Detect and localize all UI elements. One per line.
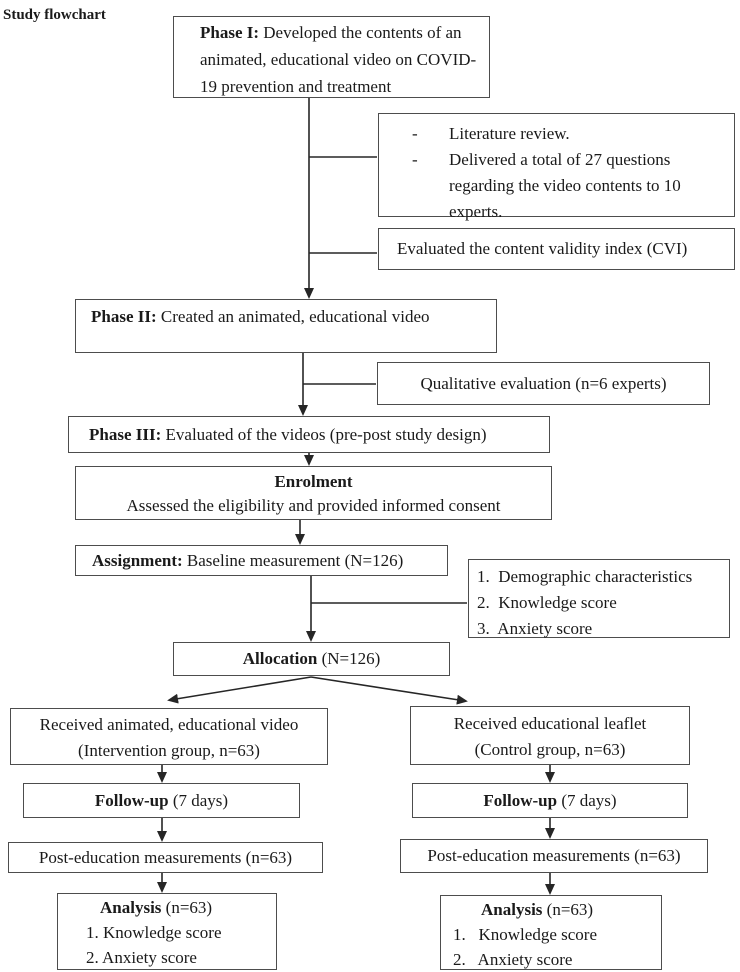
intervention-line2: (Intervention group, n=63) bbox=[78, 740, 260, 760]
followup-text: (7 days) bbox=[172, 790, 229, 810]
followup-right-box: Follow-up (7 days) bbox=[412, 783, 688, 818]
dash-bullet: - bbox=[412, 150, 418, 169]
analysis-right-box: Analysis (n=63) 1. Knowledge score 2. An… bbox=[440, 895, 662, 970]
followup-line: Follow-up (7 days) bbox=[24, 788, 299, 814]
list-item: 2. Anxiety score bbox=[453, 950, 573, 969]
phase3-text: Evaluated of the videos (pre-post study … bbox=[165, 424, 487, 444]
phase1-label: Phase I: bbox=[200, 23, 260, 42]
intervention-line1: Received animated, educational video bbox=[39, 714, 299, 734]
list-item: - Literature review. bbox=[412, 121, 724, 147]
cvi-text: Evaluated the content validity index (CV… bbox=[397, 239, 688, 258]
followup-label: Follow-up bbox=[483, 790, 558, 810]
phase1-box: Phase I: Developed the contents of an an… bbox=[173, 16, 490, 98]
allocation-label: Allocation bbox=[242, 649, 318, 668]
control-line2: (Control group, n=63) bbox=[474, 740, 626, 759]
list-item: 1. Knowledge score bbox=[453, 925, 597, 944]
phase1-text: Developed the contents of an animated, e… bbox=[200, 23, 477, 96]
assignment-label: Assignment: bbox=[92, 550, 183, 570]
followup-line: Follow-up (7 days) bbox=[413, 788, 687, 814]
intervention-group-box: Received animated, educational video (In… bbox=[10, 708, 328, 765]
qualitative-text: Qualitative evaluation (n=6 experts) bbox=[420, 373, 667, 393]
post-education-left-box: Post-education measurements (n=63) bbox=[8, 842, 323, 873]
list-item: 1. Demographic characteristics bbox=[477, 567, 693, 586]
post-education-right-box: Post-education measurements (n=63) bbox=[400, 839, 708, 873]
baseline-measures-box: 1. Demographic characteristics 2. Knowle… bbox=[468, 559, 730, 638]
followup-left-box: Follow-up (7 days) bbox=[23, 783, 300, 818]
literature-item-text: Delivered a total of 27 questions regard… bbox=[449, 150, 681, 221]
analysis-label: Analysis bbox=[100, 898, 162, 917]
analysis-n: (n=63) bbox=[165, 898, 213, 917]
list-item: - Delivered a total of 27 questions rega… bbox=[412, 147, 724, 225]
assignment-line: Assignment: Baseline measurement (N=126) bbox=[92, 548, 447, 574]
analysis-left-box: Analysis (n=63) 1. Knowledge score 2. An… bbox=[57, 893, 277, 970]
list-item: 1. Knowledge score bbox=[86, 923, 222, 942]
analysis-n: (n=63) bbox=[546, 900, 594, 919]
followup-text: (7 days) bbox=[561, 790, 617, 810]
post-education-text: Post-education measurements (n=63) bbox=[427, 846, 681, 865]
phase3-line: Phase III: Evaluated of the videos (pre-… bbox=[89, 422, 549, 448]
connector-allocation-control bbox=[310, 676, 468, 705]
dash-bullet: - bbox=[412, 124, 418, 143]
analysis-heading: Analysis (n=63) bbox=[100, 895, 276, 920]
phase3-label: Phase III: bbox=[89, 424, 162, 444]
cvi-box: Evaluated the content validity index (CV… bbox=[378, 228, 735, 270]
allocation-text: (N=126) bbox=[321, 649, 381, 668]
allocation-line: Allocation (N=126) bbox=[174, 646, 449, 672]
assignment-text: Baseline measurement (N=126) bbox=[186, 550, 404, 570]
allocation-box: Allocation (N=126) bbox=[173, 642, 450, 676]
enrolment-title: Enrolment bbox=[274, 472, 353, 491]
phase2-box: Phase II: Created an animated, education… bbox=[75, 299, 497, 353]
assignment-box: Assignment: Baseline measurement (N=126) bbox=[75, 545, 448, 576]
analysis-heading: Analysis (n=63) bbox=[481, 897, 661, 922]
literature-review-box: - Literature review. - Delivered a total… bbox=[378, 113, 735, 221]
control-group-box: Received educational leaflet (Control gr… bbox=[410, 706, 690, 765]
enrolment-box: Enrolment Assessed the eligibility and p… bbox=[75, 466, 552, 520]
control-line1: Received educational leaflet bbox=[453, 714, 647, 733]
analysis-label: Analysis bbox=[481, 900, 543, 919]
phase2-label: Phase II: bbox=[91, 307, 157, 326]
page-title: Study flowchart bbox=[3, 7, 106, 23]
list-item: 3. Anxiety score bbox=[477, 619, 593, 638]
list-item: 2. Knowledge score bbox=[477, 593, 617, 612]
literature-item-text: Literature review. bbox=[449, 124, 570, 143]
phase3-box: Phase III: Evaluated of the videos (pre-… bbox=[68, 416, 550, 453]
followup-label: Follow-up bbox=[94, 790, 169, 810]
enrolment-text: Assessed the eligibility and provided in… bbox=[126, 496, 501, 515]
phase2-text: Created an animated, educational video bbox=[160, 307, 430, 326]
list-item: 2. Anxiety score bbox=[86, 948, 197, 967]
post-education-text: Post-education measurements (n=63) bbox=[38, 847, 293, 867]
qualitative-evaluation-box: Qualitative evaluation (n=6 experts) bbox=[377, 362, 710, 405]
connector-allocation-intervention bbox=[167, 676, 312, 704]
